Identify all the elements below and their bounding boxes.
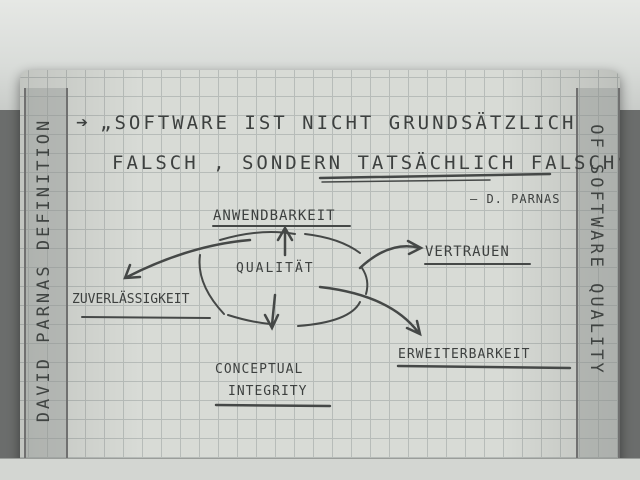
grid-pattern — [20, 70, 620, 470]
diagram-strokes — [81, 172, 572, 408]
diagram-bottom-line-2: INTEGRITY — [228, 384, 308, 399]
diagram-bottom-line-1: CONCEPTUAL — [215, 362, 304, 377]
underline-tatsaechlich-falsch — [318, 172, 552, 180]
quote-arrow-icon: ➔ — [76, 110, 89, 134]
diagram-top-label: ANWENDBARKEIT — [213, 208, 336, 224]
next-page-edge — [0, 458, 640, 480]
right-margin-band — [576, 88, 620, 470]
diagram-right-label: VERTRAUEN — [425, 244, 510, 260]
arrow-down — [270, 293, 277, 327]
diagram-left-label: ZUVERLÄSSIGKEIT — [72, 292, 190, 307]
arrow-right — [358, 244, 422, 270]
quote-line-1: „SOFTWARE IST NICHT GRUNDSÄTZLICH — [100, 112, 577, 134]
quote-attribution: — D. PARNAS — [470, 192, 561, 206]
underline-bottom-right — [396, 364, 572, 370]
arrow-left — [125, 238, 252, 279]
diagram-center-label: QUALITÄT — [236, 261, 315, 276]
left-margin-band — [24, 88, 68, 470]
quote-line-2: FALSCH , SONDERN TATSÄCHLICH FALSCH“ — [112, 152, 620, 174]
diagram-bottom-right-label: ERWEITERBARKEIT — [398, 347, 531, 362]
arrow-bottom-right — [318, 285, 420, 334]
notebook-page: DAVID PARNAS DEFINITION OF SOFTWARE QUAL… — [20, 70, 620, 470]
underline-left — [81, 316, 211, 319]
